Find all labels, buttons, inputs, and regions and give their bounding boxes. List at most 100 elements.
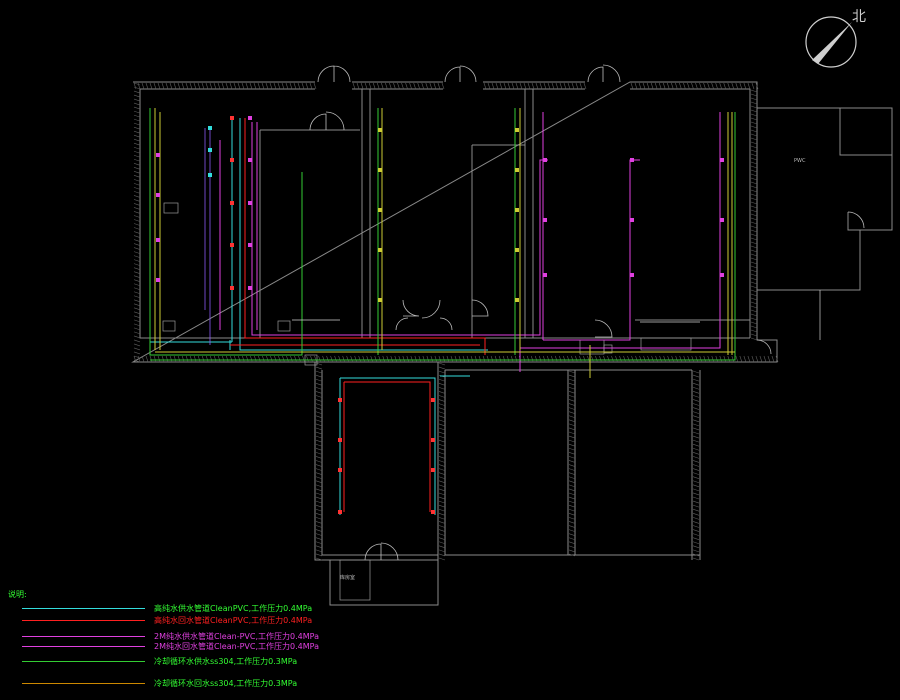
wall-hatch-tick — [692, 472, 700, 475]
wall-hatch-tick — [692, 370, 700, 374]
wall-hatch-tick — [750, 129, 758, 133]
wall-hatch-tick — [692, 386, 700, 390]
wall-hatch-tick — [438, 411, 446, 415]
wall-hatch-tick — [133, 331, 141, 335]
wall-hatch-tick — [161, 82, 165, 90]
outlet-valve-marker — [156, 193, 160, 197]
wall-hatch-tick — [149, 82, 153, 90]
wall-hatch-tick — [750, 217, 758, 221]
wall-hatch-tick — [405, 82, 408, 90]
legend-line — [22, 683, 145, 684]
wall-hatch-tick — [659, 355, 662, 363]
wall-hatch-tick — [759, 355, 763, 363]
wall-hatch-tick — [750, 121, 758, 125]
wall-hatch-tick — [233, 82, 237, 90]
wall-hatch-tick — [692, 549, 700, 553]
wall-hatch-tick — [133, 327, 141, 331]
wall-hatch-tick — [315, 513, 323, 516]
wall-hatch-tick — [438, 484, 446, 488]
wall-hatch-tick — [265, 82, 269, 90]
wall-hatch-tick — [181, 355, 185, 363]
wall-hatch-tick — [568, 447, 576, 451]
wall-hatch-tick — [137, 82, 141, 90]
wall-hatch-tick — [723, 82, 727, 90]
wall-hatch-tick — [315, 488, 323, 492]
wall-hatch-tick — [711, 355, 715, 363]
wall-hatch-tick — [568, 439, 576, 443]
piping-upw-return — [230, 118, 486, 512]
wall-hatch-tick — [315, 370, 323, 374]
wall-hatch-tick — [133, 267, 141, 270]
wall-hatch-tick — [133, 227, 141, 230]
wall-hatch-tick — [441, 82, 445, 90]
wall-hatch-tick — [141, 355, 145, 363]
wall-hatch-tick — [133, 231, 141, 234]
wall-hatch-tick — [568, 403, 576, 406]
wall-hatch-tick — [494, 355, 498, 363]
wall-hatch-tick — [683, 355, 686, 363]
wall-hatch-tick — [692, 484, 700, 488]
outlet-valve-marker — [338, 438, 342, 442]
wall-hatch-tick — [133, 243, 141, 246]
wall-hatch-tick — [478, 355, 482, 363]
wall-hatch-tick — [438, 439, 446, 443]
wall-hatch-tick — [133, 287, 141, 291]
wall-hatch-tick — [568, 370, 576, 374]
wall-hatch-tick — [201, 82, 205, 90]
wall-hatch-tick — [133, 118, 141, 122]
wall-hatch-tick — [692, 452, 700, 455]
wall-hatch-tick — [750, 101, 758, 105]
wall-hatch-tick — [438, 427, 446, 431]
wall-hatch-tick — [364, 82, 368, 90]
wall-hatch-tick — [277, 82, 281, 90]
wall-hatch-tick — [687, 355, 691, 363]
outlet-valve-marker — [431, 438, 435, 442]
wall-hatch-tick — [502, 355, 506, 363]
wall-hatch-tick — [165, 355, 169, 363]
outlet-valve-marker — [431, 468, 435, 472]
wall-hatch-tick — [133, 114, 141, 118]
wall-hatch-tick — [426, 355, 430, 363]
wall-hatch-tick — [137, 355, 141, 363]
wall-hatch-tick — [398, 355, 402, 363]
outlet-valve-marker — [720, 158, 724, 162]
reference-lines — [292, 290, 821, 340]
wall-hatch-tick — [305, 82, 309, 90]
wall-hatch-tick — [193, 82, 197, 90]
wall-hatch-tick — [619, 355, 622, 363]
wall-hatch-tick — [692, 427, 700, 431]
wall-hatch-tick — [750, 165, 758, 169]
wall-hatch-tick — [413, 82, 416, 90]
wall-hatch-tick — [547, 82, 551, 90]
wall-hatch-tick — [133, 106, 141, 110]
wall-hatch-tick — [692, 480, 700, 484]
wall-hatch-tick — [531, 82, 535, 90]
wall-hatch-tick — [173, 355, 177, 363]
wall-hatch-tick — [374, 355, 378, 363]
wall-hatch-tick — [133, 323, 141, 327]
wall-hatch-tick — [750, 185, 758, 189]
outlet-valve-marker — [378, 128, 382, 132]
wall-hatch-tick — [692, 460, 700, 463]
wall-hatch-tick — [315, 407, 323, 410]
outlet-markers — [156, 116, 724, 514]
wall-hatch-tick — [315, 537, 323, 540]
wall-hatch-tick — [330, 355, 333, 363]
wall-hatch-tick — [315, 525, 323, 528]
wall-hatch-tick — [322, 355, 325, 363]
wall-hatch-tick — [568, 460, 576, 463]
wall-hatch-tick — [226, 355, 229, 363]
wall-hatch-tick — [490, 355, 494, 363]
outlet-valve-marker — [515, 128, 519, 132]
wall-hatch-tick — [133, 203, 141, 206]
wall-hatch-tick — [692, 525, 700, 528]
wall-hatch-tick — [763, 355, 767, 363]
wall-hatch-tick — [568, 529, 576, 532]
wall-hatch-tick — [750, 209, 758, 213]
wall-hatch-tick — [675, 82, 678, 90]
wall-hatch-tick — [731, 82, 735, 90]
wall-hatch-tick — [438, 366, 446, 370]
wall-hatch-tick — [438, 407, 446, 410]
wall-hatch-tick — [342, 355, 345, 363]
wall-hatch-tick — [750, 317, 758, 321]
